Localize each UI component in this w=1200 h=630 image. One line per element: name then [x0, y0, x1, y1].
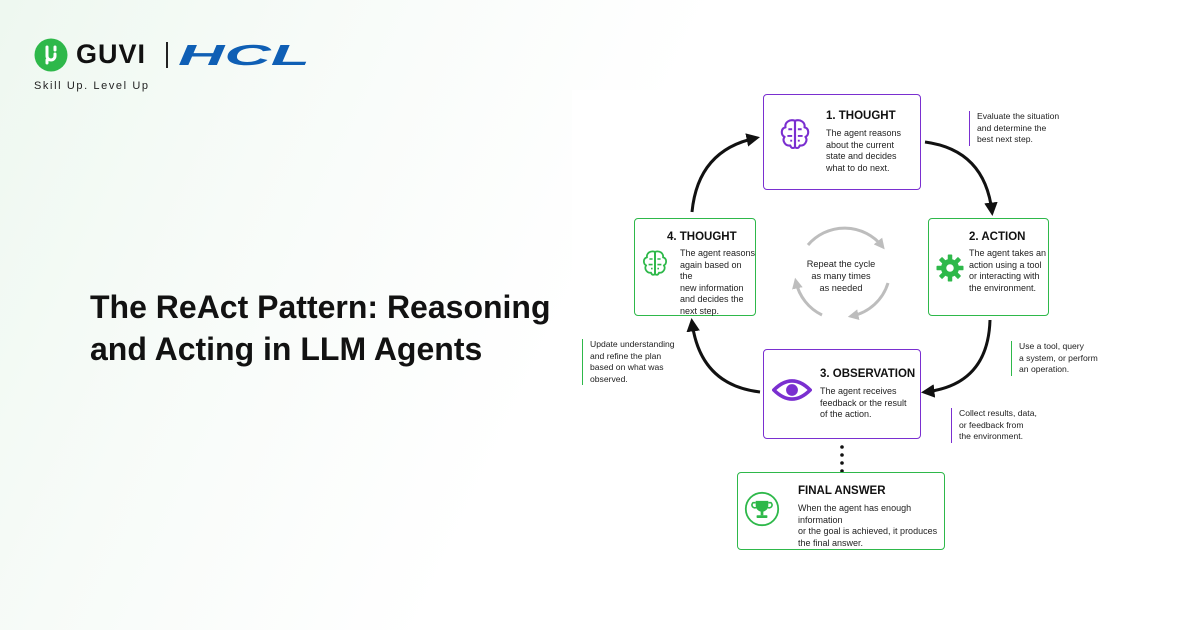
note-thought-4: Update understanding and refine the plan… [582, 339, 682, 385]
arrow-observation-to-thought [686, 317, 761, 394]
brand-name: GUVI [76, 39, 147, 69]
cycle-arrow-top [806, 226, 885, 250]
brain-icon [643, 250, 667, 276]
node-final-answer: FINAL ANSWER When the agent has enough i… [737, 472, 945, 550]
svg-text:HCL: HCL [178, 42, 310, 68]
page-title: The ReAct Pattern: Reasoning and Acting … [90, 286, 580, 370]
logo-divider [166, 42, 168, 68]
page-title-line-1: The ReAct Pattern: Reasoning [90, 289, 551, 325]
node-title: 2. ACTION [969, 231, 1026, 243]
brand-tagline: Skill Up. Level Up [34, 80, 150, 92]
node-action: 2. ACTION The agent takes an action usin… [928, 218, 1049, 316]
node-description: The agent receives feedback or the resul… [820, 386, 907, 419]
node-title: 1. THOUGHT [826, 110, 896, 122]
page-title-line-2: and Acting in LLM Agents [90, 331, 483, 367]
arrow-thought-to-action [924, 140, 998, 217]
note-observation: Collect results, data, or feedback from … [951, 408, 1051, 443]
cycle-arrow-bottom [847, 282, 890, 320]
node-thought-1: 1. THOUGHT The agent reasons about the c… [763, 94, 921, 190]
trophy-icon [744, 491, 780, 527]
arrow-thought-to-thought [690, 133, 760, 213]
gear-icon [936, 254, 964, 282]
cycle-arrow-left [792, 277, 823, 317]
node-description: When the agent has enough information or… [798, 503, 938, 548]
node-title: 4. THOUGHT [667, 231, 737, 243]
note-action: Use a tool, query a system, or perform a… [1011, 341, 1101, 376]
note-thought-1: Evaluate the situation and determine the… [969, 111, 1079, 146]
arrow-action-to-observation [920, 319, 992, 398]
eye-icon [772, 379, 812, 401]
node-description: The agent reasons again based on the new… [680, 248, 756, 316]
brand-logo: GUVI HCL Skill Up. Level Up [34, 36, 354, 96]
node-thought-4: 4. THOUGHT The agent reasons again based… [634, 218, 756, 316]
node-description: The agent reasons about the current stat… [826, 128, 902, 173]
node-title: 3. OBSERVATION [820, 368, 916, 380]
dotted-connector [840, 445, 844, 473]
node-description: The agent takes an action using a tool o… [969, 248, 1047, 293]
hcl-logo: HCL [178, 42, 310, 68]
guvi-logo-icon [34, 38, 68, 72]
node-observation: 3. OBSERVATION The agent receives feedba… [763, 349, 921, 439]
cycle-label: Repeat the cycle as many times as needed [806, 259, 876, 293]
node-title: FINAL ANSWER [798, 485, 886, 497]
brain-icon [780, 119, 810, 150]
